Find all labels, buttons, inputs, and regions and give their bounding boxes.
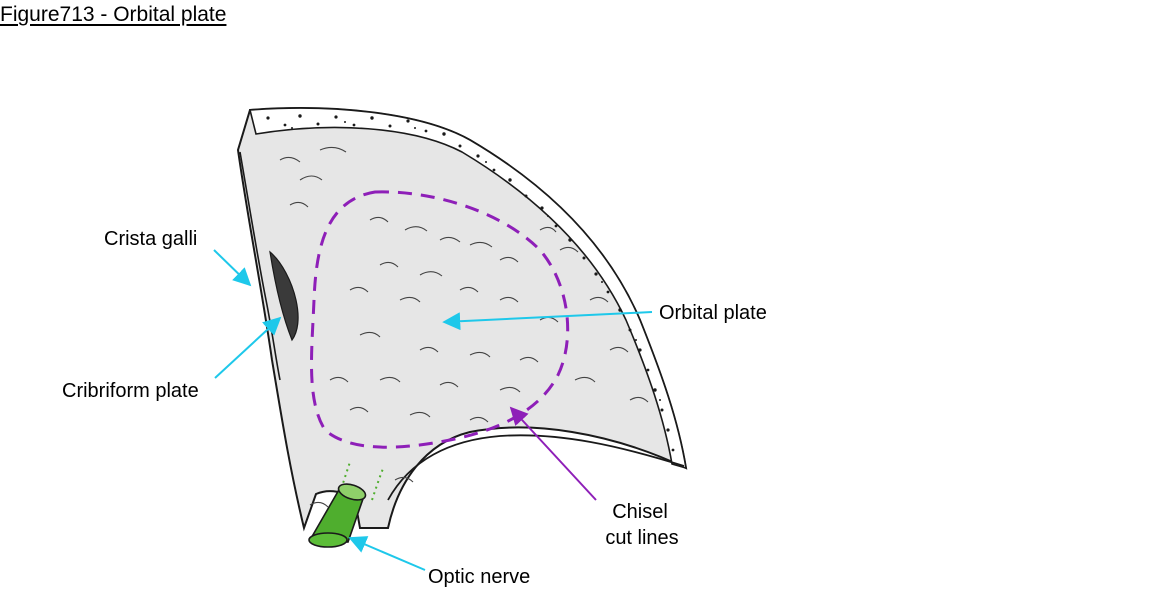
chisel-cut-lines-label-line1: Chisel xyxy=(612,501,668,523)
cortical-stipple xyxy=(266,114,675,452)
crista-galli-ridge xyxy=(239,151,281,381)
bone-body xyxy=(236,107,688,532)
chisel-cut-lines-label-line2: cut lines xyxy=(605,527,678,549)
nerve-trace xyxy=(337,461,385,501)
optic-nerve-pointer xyxy=(348,536,426,571)
orbital-plate-label: Orbital plate xyxy=(659,302,767,324)
cribriform-plate-label: Cribriform plate xyxy=(62,380,199,402)
crista-galli-pointer xyxy=(213,249,252,287)
bone-specimen xyxy=(236,107,688,532)
chisel-cut-lines-pointer xyxy=(509,406,597,501)
orbital-plate-pointer xyxy=(442,311,653,331)
crista-galli-label: Crista galli xyxy=(104,228,197,250)
optic-nerve-cylinder xyxy=(308,483,367,548)
orbit-margin xyxy=(387,434,685,501)
cortical-rim xyxy=(248,107,687,470)
chisel-cut-line xyxy=(310,190,570,449)
figure-title: Figure713 - Orbital plate xyxy=(0,3,227,26)
surface-hatching xyxy=(279,146,649,508)
optic-nerve-label: Optic nerve xyxy=(428,566,530,588)
cribriform-strip xyxy=(269,250,299,342)
cribriform-plate-pointer xyxy=(214,316,282,379)
